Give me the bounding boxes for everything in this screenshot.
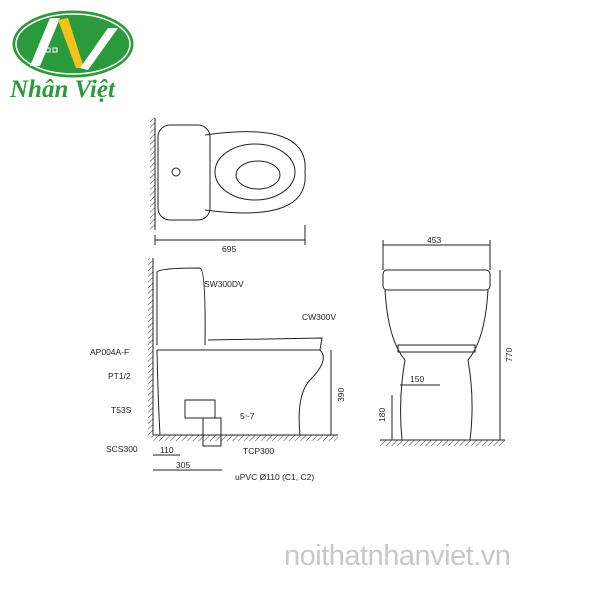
label-flange: TCP300 bbox=[243, 446, 274, 456]
dim-wall-offset: 110 bbox=[160, 445, 174, 455]
label-pipe-thread: PT1/2 bbox=[108, 371, 131, 381]
watermark: noithatnhanviet.vn bbox=[284, 540, 511, 572]
top-view bbox=[150, 118, 306, 245]
logo-emblem bbox=[12, 10, 134, 78]
dim-length: 695 bbox=[222, 244, 236, 254]
label-bowl: CW300V bbox=[302, 312, 336, 322]
label-tank: SW300DV bbox=[204, 279, 244, 289]
side-view bbox=[148, 258, 338, 471]
dim-rough-in: 305 bbox=[176, 460, 190, 470]
dim-seat-height: 390 bbox=[336, 388, 346, 402]
front-view bbox=[380, 240, 505, 446]
label-gap: 5~7 bbox=[240, 411, 255, 421]
dim-supply-offset: 150 bbox=[410, 374, 424, 384]
dim-width: 453 bbox=[427, 235, 441, 245]
label-bolt: SCS300 bbox=[106, 444, 138, 454]
label-hose: T53S bbox=[111, 405, 132, 415]
brand-name: Nhân Việt bbox=[10, 76, 115, 103]
dim-supply-height: 180 bbox=[377, 408, 387, 422]
label-valve: AP004A-F bbox=[90, 347, 129, 357]
label-drain: uPVC Ø110 (C1, C2) bbox=[235, 472, 314, 482]
dim-height: 770 bbox=[504, 348, 514, 362]
